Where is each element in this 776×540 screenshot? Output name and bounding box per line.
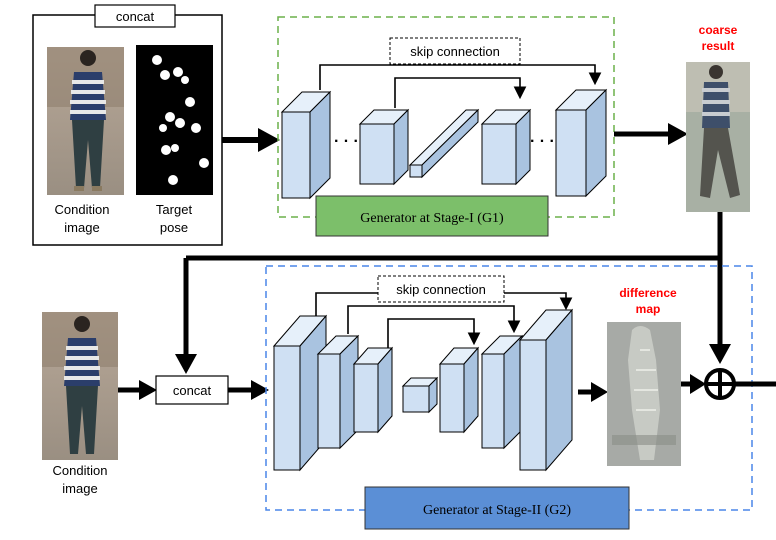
difference-map-image: [607, 322, 681, 466]
difference-label-2: map: [636, 302, 661, 316]
g2-skip-label: skip connection: [396, 282, 486, 297]
g1-ellipsis-right: · · ·: [530, 133, 555, 150]
stage1-concat-box: [94, 4, 176, 28]
g2-block-2: [316, 334, 360, 450]
coarse-result-image: [686, 62, 750, 212]
g1-frame: [277, 16, 615, 218]
g1-label-box: [315, 195, 549, 237]
g2-block-4: [438, 346, 480, 434]
stage1-condition-label-2: image: [64, 220, 99, 235]
target-pose-label-2: pose: [160, 220, 188, 235]
target-pose-image: [136, 45, 213, 195]
g1-skip-inner: [394, 77, 527, 108]
g1-skip-label: skip connection: [410, 44, 500, 59]
g2-skip-label-box: [377, 275, 505, 303]
target-pose-label-1: Target: [156, 202, 193, 217]
g2-label-box: [364, 486, 630, 530]
g1-block-1: [280, 90, 332, 200]
g1-ellipsis-left: · · ·: [334, 133, 359, 150]
g1-block-2: [358, 108, 410, 186]
coarse-label-2: result: [702, 39, 735, 53]
stage-2: Condition image concat skip connection: [42, 265, 776, 530]
g2-bottleneck: [401, 376, 439, 414]
g1-block-3: [480, 108, 532, 186]
stage1-concat-label: concat: [116, 9, 155, 24]
stage1-condition-label-1: Condition: [55, 202, 110, 217]
stage2-condition-label-1: Condition: [53, 463, 108, 478]
g1-skip-outer: [319, 64, 602, 90]
g1-block-4: [554, 88, 608, 198]
g2-skip-inner: [387, 318, 481, 348]
coarse-label-1: coarse: [699, 23, 738, 37]
g2-block-5: [480, 334, 524, 450]
condition-image-2: [42, 312, 118, 460]
g2-block-6: [518, 308, 574, 472]
condition-image-1: [47, 47, 124, 195]
g1-skip-label-box: [389, 37, 521, 65]
stage-1: concat Condition image: [32, 4, 750, 246]
stage2-condition-label-2: image: [62, 481, 97, 496]
g1-label: Generator at Stage-I (G1): [360, 211, 504, 226]
stage2-concat-label: concat: [173, 383, 212, 398]
plus-circle-icon: [704, 368, 736, 400]
g2-label: Generator at Stage-II (G2): [423, 503, 571, 518]
g2-block-3: [352, 346, 394, 434]
stage2-concat-box: [155, 375, 229, 405]
g2-skip-middle: [347, 305, 521, 334]
difference-label-1: difference: [619, 286, 677, 300]
g1-bottleneck: [408, 108, 480, 179]
